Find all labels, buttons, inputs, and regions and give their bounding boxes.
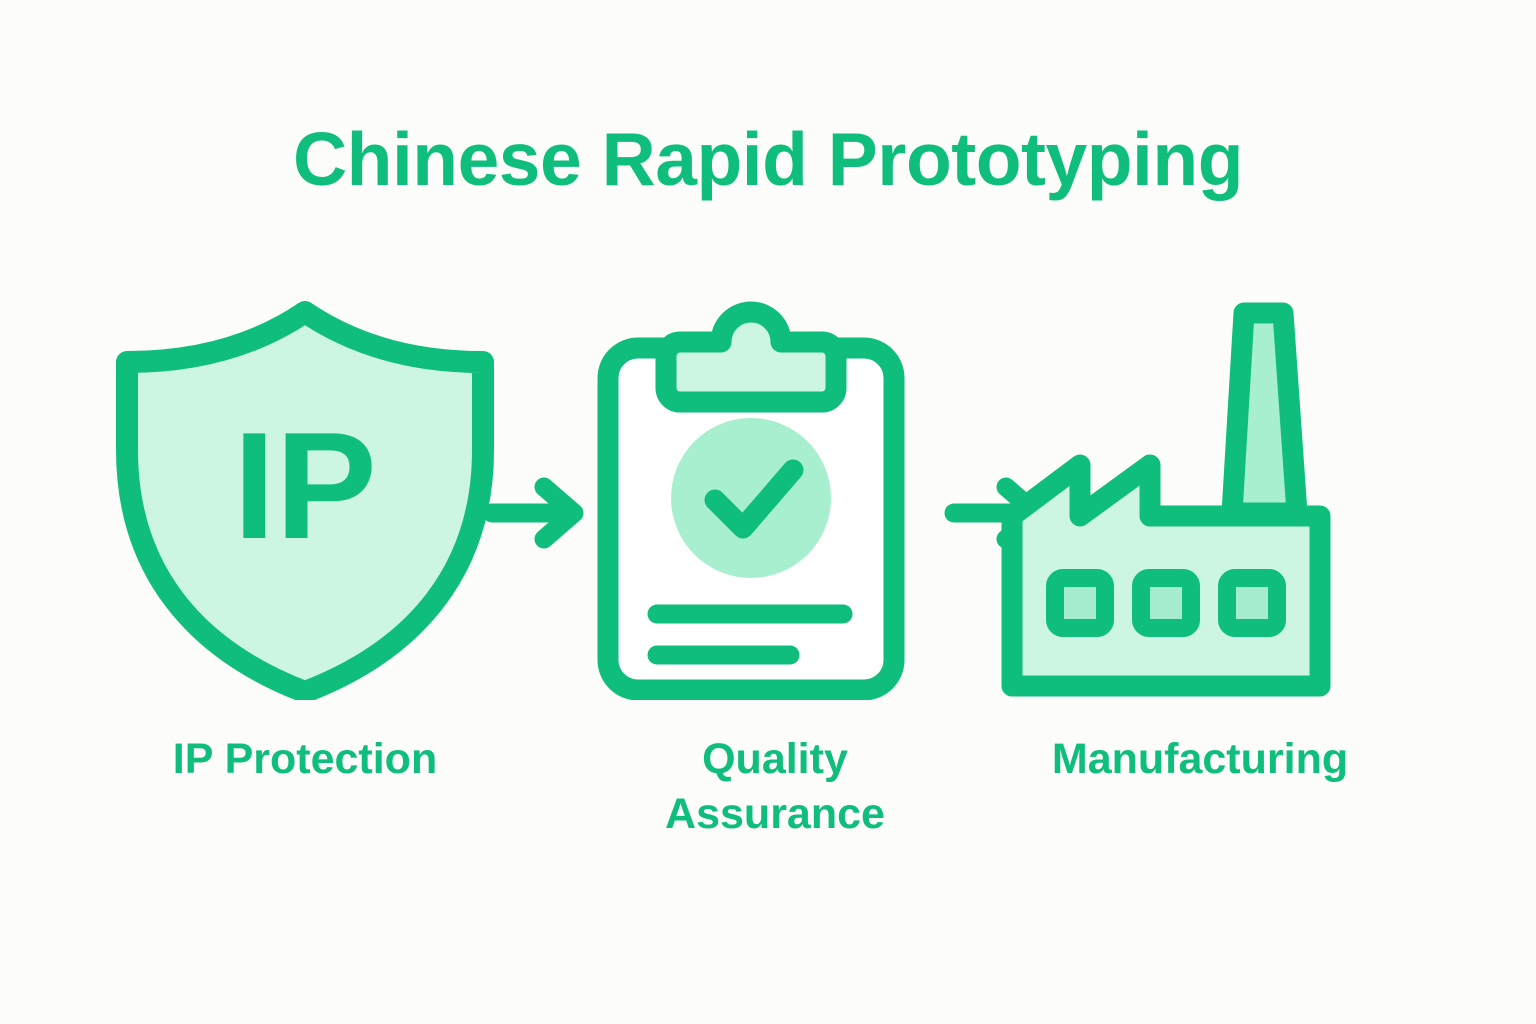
arrow-right-icon: [478, 468, 598, 558]
flow-step-manufacturing: Manufacturing: [1000, 300, 1400, 920]
shield-icon: IP: [105, 300, 505, 700]
factory-window-1: [1046, 569, 1114, 637]
label-line: IP Protection: [172, 735, 438, 783]
factory-icon: [1000, 300, 1400, 700]
clipboard-clip: [655, 301, 847, 413]
shield-ip-text: IP: [233, 401, 377, 571]
clipboard-check-icon: [575, 300, 975, 700]
factory-window-3: [1218, 569, 1286, 637]
flow-step-label-manufacturing: Manufacturing: [1000, 732, 1400, 787]
check-circle-background: [671, 418, 831, 578]
label-line: Manufacturing: [1051, 735, 1349, 783]
factory-window-2: [1132, 569, 1200, 637]
label-line: Assurance: [665, 790, 885, 839]
flow-step-ip-protection: IP IP Protection: [105, 300, 505, 920]
flow-step-label-ip-protection: IP Protection: [105, 732, 505, 787]
page-title: Chinese Rapid Prototyping: [292, 117, 1244, 201]
process-flow: IP IP Protection: [0, 300, 1536, 920]
label-line: Quality: [702, 735, 848, 783]
factory-chimney: [1221, 302, 1308, 524]
check-mark-icon: [704, 459, 804, 539]
